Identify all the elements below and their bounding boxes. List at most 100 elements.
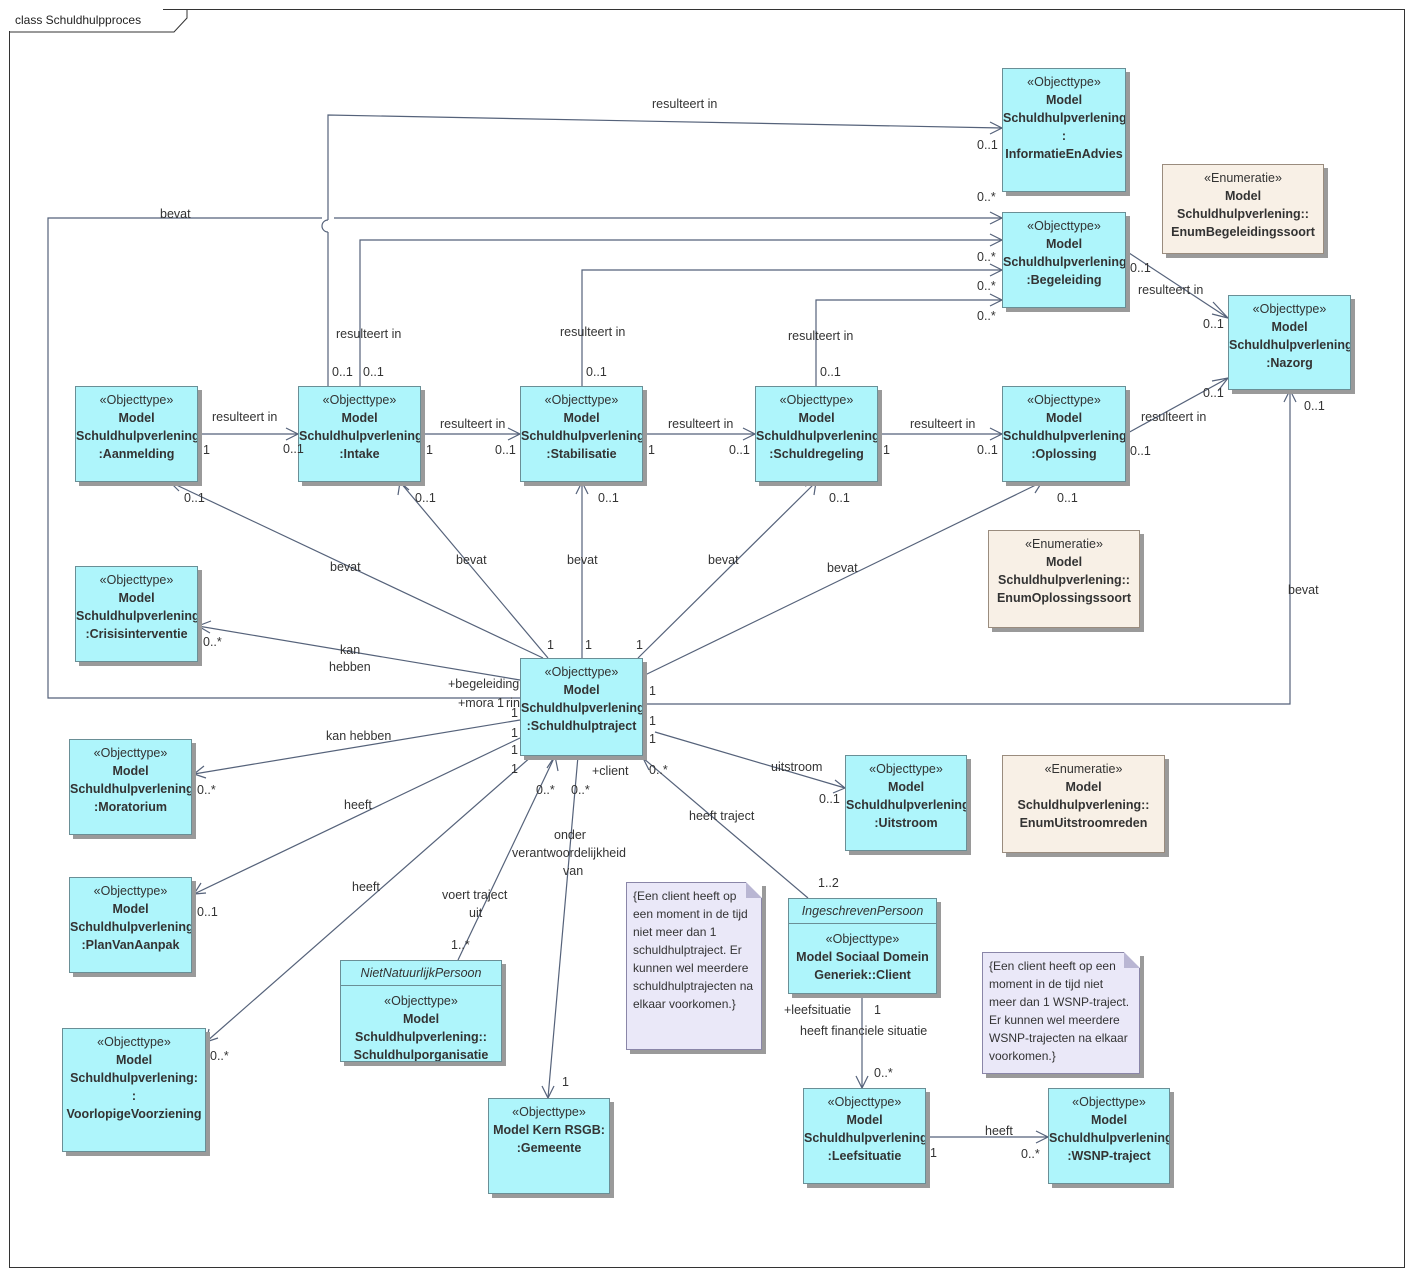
node-enum-begeleidingssoort[interactable]: «Enumeratie» Model Schuldhulpverlening::… (1162, 164, 1324, 254)
node-schuldregeling[interactable]: «Objecttype» Model Schuldhulpverlening: … (755, 386, 878, 482)
stereotype: «Enumeratie» (1044, 762, 1123, 776)
node-leefsituatie[interactable]: «Objecttype» Model Schuldhulpverlening: … (803, 1088, 926, 1184)
class-name: :Crisisinterventie (85, 627, 188, 641)
node-intake[interactable]: «Objecttype» Model Schuldhulpverlening: … (298, 386, 421, 482)
multiplicity: 0..* (977, 250, 996, 264)
edge-label: heeft (352, 880, 380, 894)
class-name: Model (402, 1012, 440, 1026)
role-label: +client (592, 764, 629, 778)
multiplicity: 0..1 (1130, 261, 1151, 275)
edge-label: kan (340, 643, 361, 657)
stereotype: «Enumeratie» (1204, 171, 1282, 185)
multiplicity: 0..* (977, 309, 996, 323)
stereotype: «Objecttype» (1027, 219, 1101, 233)
class-name: :Moratorium (94, 800, 167, 814)
multiplicity: 1 (636, 638, 643, 652)
multiplicity: 0..1 (820, 365, 841, 379)
edge-label: onder (554, 828, 586, 842)
diagram-title-border (9, 9, 188, 33)
edge-label: bevat (708, 553, 739, 567)
role-label: rin (506, 696, 520, 710)
node-gemeente[interactable]: «Objecttype» Model Kern RSGB: :Gemeente (488, 1098, 610, 1194)
multiplicity: 0..1 (1203, 386, 1224, 400)
edge-label: kan hebben (326, 729, 392, 743)
class-name: :Begeleiding (1026, 273, 1102, 287)
class-name: Model (563, 411, 600, 425)
multiplicity: 1 (511, 762, 518, 776)
stereotype: «Objecttype» (1027, 75, 1101, 89)
role-label: +leefsituatie (784, 1003, 852, 1017)
multiplicity: 1 (649, 732, 656, 746)
class-name: Model (563, 683, 600, 697)
node-client[interactable]: IngeschrevenPersoon «Objecttype» Model S… (788, 898, 937, 994)
multiplicity: 1 (649, 714, 656, 728)
node-informatie-en-advies[interactable]: «Objecttype» Model Schuldhulpverlening: … (1002, 68, 1126, 192)
node-planvanaanpak[interactable]: «Objecttype» Model Schuldhulpverlening: … (69, 877, 192, 973)
node-stabilisatie[interactable]: «Objecttype» Model Schuldhulpverlening: … (520, 386, 643, 482)
role-label: +begeleiding (448, 677, 520, 691)
multiplicity: 0..1 (363, 365, 384, 379)
multiplicity: 1 (203, 443, 210, 457)
node-uitstroom[interactable]: «Objecttype» Model Schuldhulpverlening: … (845, 755, 967, 851)
multiplicity: 0..* (203, 635, 222, 649)
parent-class: NietNatuurlijkPersoon (341, 961, 501, 986)
class-name: : (131, 1089, 137, 1103)
stereotype: «Objecttype» (384, 994, 458, 1008)
multiplicity: 0..1 (197, 905, 218, 919)
node-enum-oplossingssoort[interactable]: «Enumeratie» Model Schuldhulpverlening::… (988, 530, 1140, 628)
parent-class: IngeschrevenPersoon (789, 899, 936, 924)
multiplicity: 0..1 (283, 442, 304, 456)
edge-label: heeft (344, 798, 372, 812)
node-enum-uitstroomreden[interactable]: «Enumeratie» Model Schuldhulpverlening::… (1002, 755, 1165, 853)
stereotype: «Objecttype» (825, 932, 900, 946)
multiplicity: 1 (511, 726, 518, 740)
constraint-note-schuldhulptraject[interactable]: {Een client heeft op een moment in de ti… (626, 882, 762, 1050)
multiplicity: 0..1 (415, 491, 436, 505)
edge-label: bevat (330, 560, 361, 574)
node-wsnp-traject[interactable]: «Objecttype» Model Schuldhulpverlening: … (1048, 1088, 1170, 1184)
edge-label: heeft financiele situatie (800, 1024, 928, 1038)
class-name: Model (887, 780, 925, 794)
constraint-note-wsnp[interactable]: {Een client heeft op een moment in de ti… (982, 952, 1140, 1074)
stereotype: «Objecttype» (827, 1095, 902, 1109)
node-schuldhulptraject[interactable]: «Objecttype» Model Schuldhulpverlening: … (520, 658, 643, 756)
node-schuldhulporganisatie[interactable]: NietNatuurlijkPersoon «Objecttype» Model… (340, 960, 502, 1062)
node-voorlopige-voorziening[interactable]: «Objecttype» Model Schuldhulpverlening: … (62, 1028, 206, 1152)
multiplicity: 1 (426, 443, 433, 457)
multiplicity: 0..1 (495, 443, 516, 457)
multiplicity: 0..* (977, 190, 996, 204)
node-oplossing[interactable]: «Objecttype» Model Schuldhulpverlening: … (1002, 386, 1126, 482)
stereotype: «Objecttype» (93, 746, 168, 760)
multiplicity: 1..2 (818, 876, 839, 890)
multiplicity: 0..* (210, 1049, 229, 1063)
node-begeleiding[interactable]: «Objecttype» Model Schuldhulpverlening: … (1002, 212, 1126, 308)
stereotype: «Objecttype» (779, 393, 854, 407)
class-name: Model (112, 764, 149, 778)
multiplicity: 0..* (1021, 1147, 1040, 1161)
class-name: Model Sociaal Domein (796, 950, 929, 964)
class-name: EnumUitstroomreden (1019, 816, 1148, 830)
class-name: Model (341, 411, 378, 425)
multiplicity: 0..* (874, 1066, 893, 1080)
multiplicity: 1..* (451, 938, 470, 952)
node-moratorium[interactable]: «Objecttype» Model Schuldhulpverlening: … (69, 739, 192, 835)
class-name: :Schuldhulptraject (526, 719, 637, 733)
class-name: Schuldhulpverlening: (1229, 338, 1351, 352)
class-name: Model (1045, 93, 1083, 107)
class-name: Schuldhulpverlening: (521, 701, 643, 715)
class-name: Schuldhulpverlening: (1049, 1131, 1170, 1145)
node-crisisinterventie[interactable]: «Objecttype» Model Schuldhulpverlening: … (75, 566, 198, 662)
edge-label: resulteert in (1141, 410, 1207, 424)
node-nazorg[interactable]: «Objecttype» Model Schuldhulpverlening: … (1228, 295, 1351, 390)
stereotype: «Objecttype» (99, 393, 174, 407)
class-name: Schuldhulpverlening: (76, 609, 198, 623)
class-name: EnumBegeleidingssoort (1171, 225, 1315, 239)
multiplicity: 0..* (571, 783, 590, 797)
node-aanmelding[interactable]: «Objecttype» Model Schuldhulpverlening: … (75, 386, 198, 482)
class-name: :Uitstroom (874, 816, 938, 830)
class-name: Model (1045, 555, 1083, 569)
class-name: Schuldhulpverlening: (70, 782, 192, 796)
class-name: Schuldhulporganisatie (353, 1048, 489, 1062)
edge-label: voert traject (442, 888, 508, 902)
